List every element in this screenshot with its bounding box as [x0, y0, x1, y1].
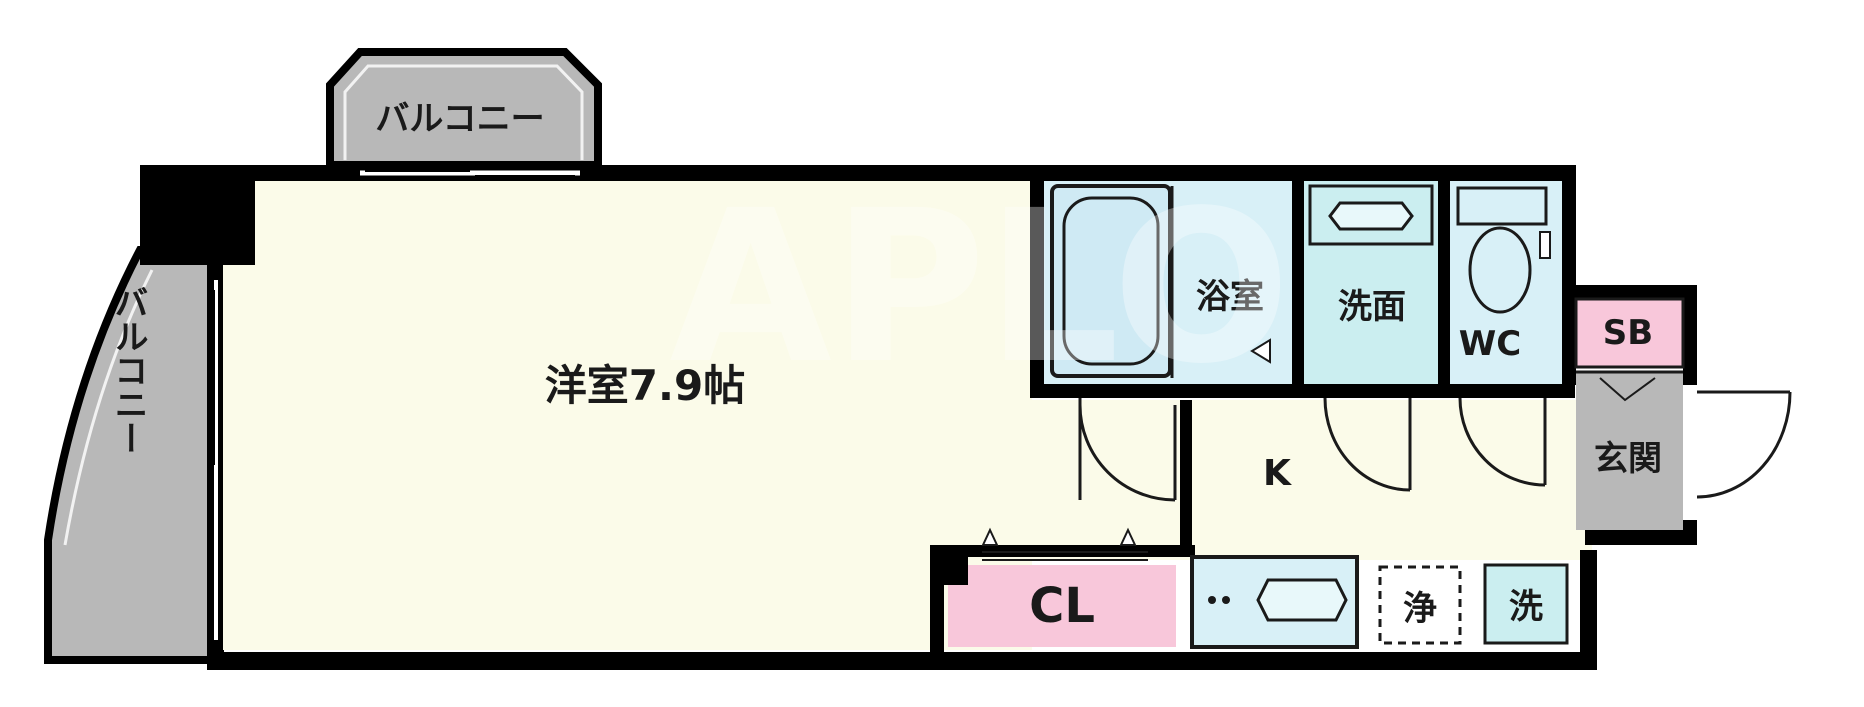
balcony-left: バルコニー	[44, 246, 224, 664]
entrance: 玄関	[1576, 370, 1683, 530]
washroom: 洗面	[1304, 181, 1438, 384]
toilet-room: WC	[1450, 181, 1562, 384]
toilet-label: WC	[1459, 324, 1521, 364]
front-door	[1683, 385, 1792, 520]
window-top	[360, 170, 580, 177]
shoebox-label: SB	[1603, 313, 1653, 353]
entrance-label: 玄関	[1594, 439, 1662, 479]
washing-machine-label: 洗	[1509, 587, 1543, 627]
kitchen-label: K	[1263, 453, 1292, 494]
toilet-bowl-icon	[1468, 226, 1532, 314]
window-left	[213, 280, 220, 640]
closet-label: CL	[1029, 578, 1095, 634]
stove-burner-icon	[1208, 596, 1216, 604]
bathroom: 浴室	[1044, 181, 1292, 384]
watermark: APLO	[669, 165, 1290, 410]
washing-machine: 洗	[1483, 563, 1569, 645]
door-swings	[1078, 397, 1547, 502]
sink-icon	[1256, 578, 1348, 622]
balcony-left-label: バルコニー	[108, 285, 148, 455]
balcony-top-label: バルコニー	[375, 99, 544, 139]
water-purifier-label: 浄	[1403, 589, 1437, 629]
bathroom-label: 浴室	[1196, 277, 1264, 317]
kitchen-counter	[1190, 555, 1359, 649]
outer-walls	[140, 165, 1697, 670]
stove-burner-icon-2	[1222, 596, 1230, 604]
interior-walls	[930, 180, 1575, 655]
western-room-label: 洋室7.9帖	[545, 361, 745, 410]
shower-icon	[1250, 338, 1271, 364]
water-purifier: 浄	[1378, 565, 1462, 645]
kitchen-floor	[1032, 400, 1592, 560]
wash-basin-icon	[1328, 201, 1414, 231]
washroom-label: 洗面	[1338, 287, 1406, 327]
western-room-floor	[222, 180, 1032, 650]
closet: CL	[930, 527, 1176, 647]
shoebox: SB	[1574, 297, 1685, 369]
balcony-top: バルコニー	[326, 48, 602, 169]
